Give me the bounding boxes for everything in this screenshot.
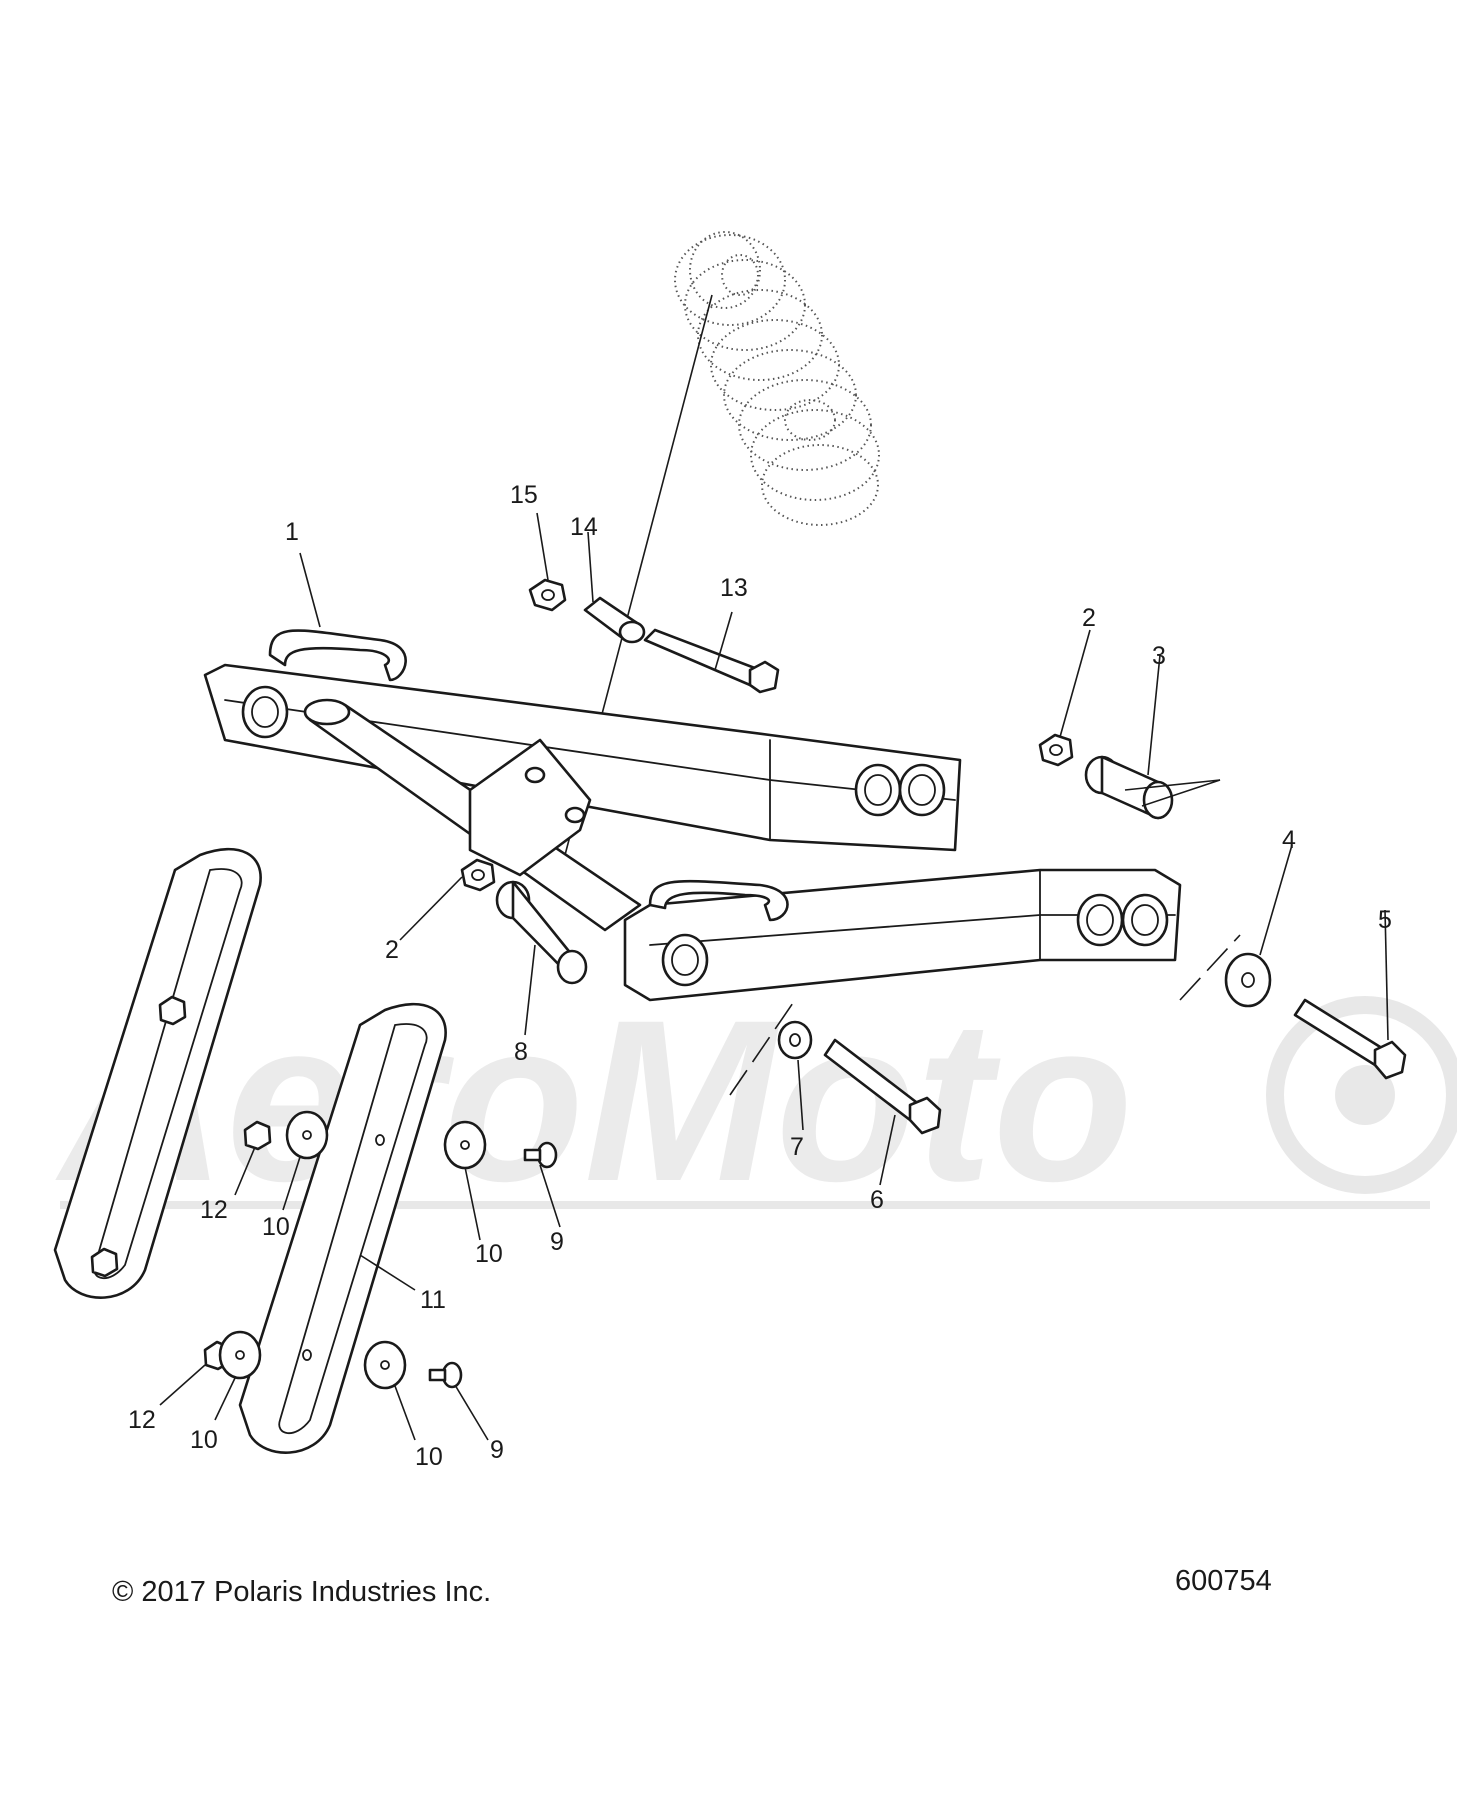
- callout-8: 8: [514, 1038, 528, 1066]
- watermark-logo: AeroMoto: [55, 972, 1457, 1229]
- copyright-text: © 2017 Polaris Industries Inc.: [112, 1576, 491, 1608]
- callout-14: 14: [570, 513, 598, 541]
- axis-left: [729, 999, 796, 1096]
- callout-6: 6: [870, 1186, 884, 1214]
- callout-9-upper: 9: [550, 1228, 564, 1256]
- callout-11: 11: [420, 1286, 446, 1314]
- callout-15: 15: [510, 481, 538, 509]
- callout-5: 5: [1378, 906, 1392, 934]
- pivot-hardware-left: [460, 858, 588, 985]
- link-plate-left: [53, 847, 262, 1299]
- callout-labels: 1 15 14 13 2 3 4 5 2 8 7 6 9 12 10 10 11…: [128, 481, 1392, 1471]
- bolt-washer-right: [1224, 952, 1407, 1080]
- callout-3: 3: [1152, 642, 1166, 670]
- swing-arm: [203, 629, 1182, 1002]
- callout-7: 7: [790, 1133, 804, 1161]
- axis-lines-right: [1124, 779, 1221, 807]
- callout-10-d: 10: [415, 1443, 443, 1471]
- shock-spring-phantom: [674, 231, 880, 526]
- callout-10-c: 10: [190, 1426, 218, 1454]
- callout-leaders: [159, 512, 1389, 1441]
- watermark-text: AeroMoto: [55, 972, 1133, 1229]
- bolt-washer-left: [777, 1020, 942, 1135]
- axis-right: [1179, 934, 1241, 1001]
- figure-number: 600754: [1175, 1565, 1272, 1597]
- callout-10-a: 10: [262, 1213, 290, 1241]
- link-plate-right: [238, 1002, 447, 1454]
- callout-1: 1: [285, 518, 299, 546]
- callout-2-lower: 2: [385, 936, 399, 964]
- pivot-hardware-right: [1038, 733, 1174, 820]
- callout-13: 13: [720, 574, 748, 602]
- link-hardware: [203, 1110, 558, 1390]
- callout-12-upper: 12: [200, 1196, 228, 1224]
- callout-4: 4: [1282, 826, 1296, 854]
- callout-2-upper: 2: [1082, 604, 1096, 632]
- callout-9-lower: 9: [490, 1436, 504, 1464]
- callout-10-b: 10: [475, 1240, 503, 1268]
- callout-12-lower: 12: [128, 1406, 156, 1434]
